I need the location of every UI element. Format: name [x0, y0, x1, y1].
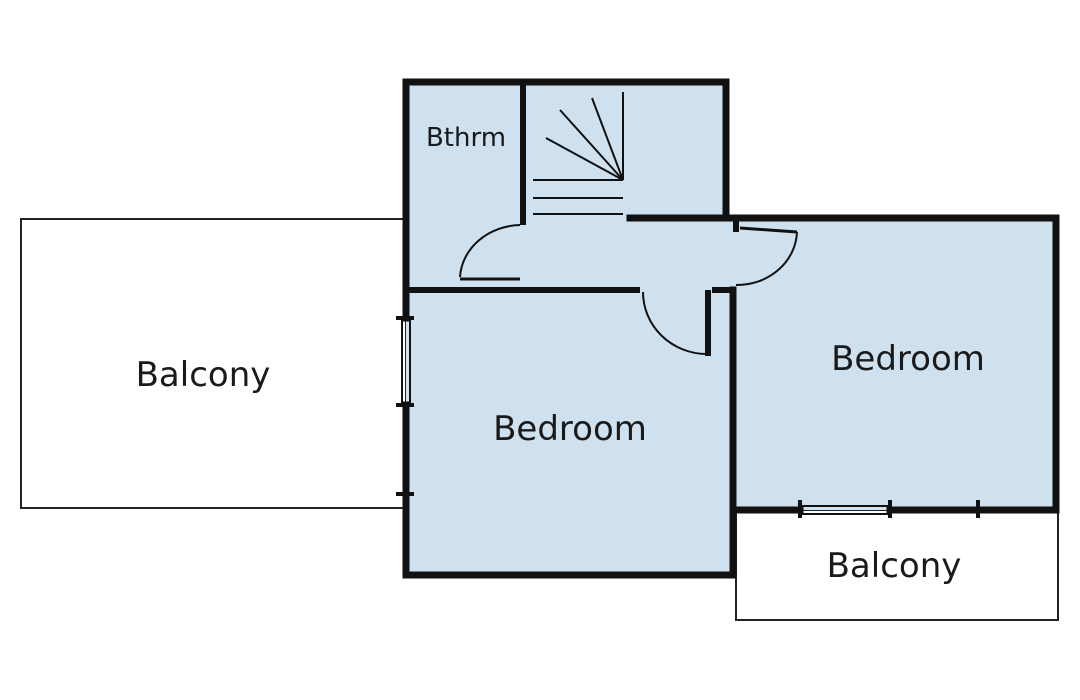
window-left-bedroom — [396, 316, 414, 496]
staircase — [533, 92, 624, 215]
window-right-bedroom — [798, 500, 980, 518]
balcony-bottom-area — [735, 509, 1059, 621]
room-label-bathroom: Bthrm — [426, 123, 506, 153]
room-label-bedroom-left: Bedroom — [493, 409, 647, 449]
left-bedroom-door — [642, 291, 707, 355]
room-label-balcony-left: Balcony — [136, 355, 271, 395]
room-label-bedroom-right: Bedroom — [831, 339, 985, 379]
balcony-left-area — [20, 218, 407, 509]
interior-walls — [406, 82, 739, 356]
right-bedroom-door — [735, 226, 798, 287]
bathroom-door — [459, 224, 521, 281]
exterior-walls — [402, 78, 1060, 579]
room-label-balcony-bottom: Balcony — [827, 546, 962, 586]
